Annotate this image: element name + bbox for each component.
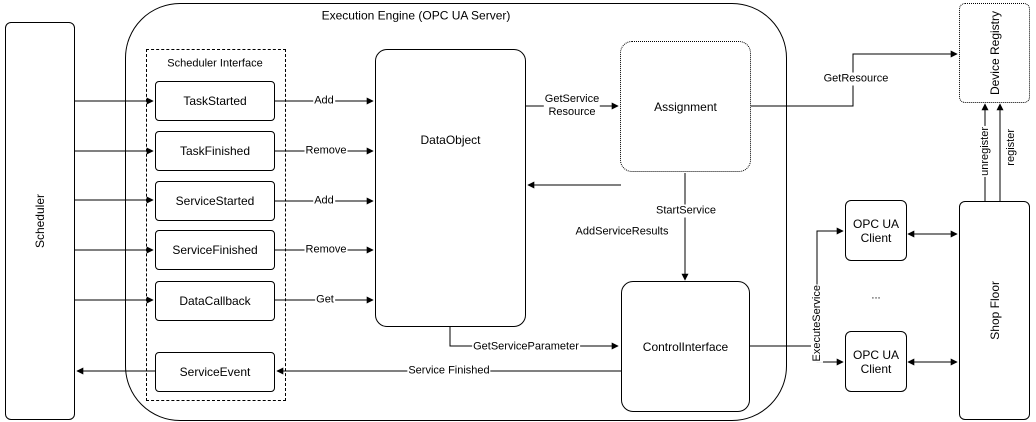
- data-callback-label: DataCallback: [179, 294, 251, 308]
- edge-label-register: register: [1005, 128, 1017, 167]
- edge-label-start-service: StartService: [655, 204, 717, 218]
- scheduler-interface-group: [146, 49, 286, 401]
- scheduler-interface-title: Scheduler Interface: [166, 57, 264, 71]
- execution-engine-title: Execution Engine (OPC UA Server): [321, 8, 511, 23]
- service-started-node: ServiceStarted: [155, 181, 275, 221]
- edge-label-get-service-resource: GetService Resource: [543, 93, 601, 119]
- data-object-label: DataObject: [420, 133, 481, 147]
- shop-floor-node: Shop Floor: [959, 201, 1030, 420]
- edge-label-get: Get: [315, 293, 335, 307]
- edge-label-get-service-parameter: GetServiceParameter: [472, 340, 580, 354]
- assignment-node: Assignment: [620, 41, 751, 172]
- data-object-node: DataObject: [375, 49, 526, 327]
- shop-floor-label: Shop Floor: [987, 281, 1002, 340]
- edge-label-remove-1: Remove: [304, 144, 348, 158]
- task-started-node: TaskStarted: [155, 81, 275, 121]
- edge-label-execute-service: ExecuteService: [811, 284, 823, 363]
- edge-label-get-resource: GetResource: [822, 72, 890, 86]
- device-registry-node: Device Registry: [959, 3, 1030, 103]
- clients-ellipsis: ...: [871, 289, 881, 302]
- edge-label-add-2: Add: [313, 194, 335, 208]
- edge-label-add-service-results: AddServiceResults: [574, 225, 670, 239]
- data-callback-node: DataCallback: [155, 281, 275, 321]
- control-interface-node: ControlInterface: [621, 281, 750, 412]
- edge-label-unregister: unregister: [979, 126, 991, 177]
- task-finished-label: TaskFinished: [179, 144, 251, 158]
- service-started-label: ServiceStarted: [175, 194, 255, 208]
- opc-ua-client-2-label: OPC UA Client: [852, 347, 899, 376]
- edge-label-remove-2: Remove: [304, 243, 348, 257]
- opc-ua-client-2-node: OPC UA Client: [845, 331, 907, 392]
- scheduler-node: Scheduler: [5, 22, 75, 420]
- edge-label-service-finished: Service Finished: [407, 364, 491, 378]
- service-event-label: ServiceEvent: [179, 365, 251, 379]
- opc-ua-client-1-node: OPC UA Client: [845, 200, 907, 261]
- device-registry-label: Device Registry: [987, 10, 1002, 96]
- edge-label-add-1: Add: [313, 94, 335, 108]
- task-started-label: TaskStarted: [183, 94, 247, 108]
- service-finished-node: ServiceFinished: [155, 230, 275, 270]
- service-event-node: ServiceEvent: [155, 352, 275, 392]
- control-interface-label: ControlInterface: [642, 339, 729, 354]
- service-finished-label: ServiceFinished: [172, 243, 258, 257]
- task-finished-node: TaskFinished: [155, 131, 275, 171]
- scheduler-label: Scheduler: [33, 193, 47, 249]
- assignment-label: Assignment: [654, 99, 717, 114]
- opc-ua-client-1-label: OPC UA Client: [852, 216, 899, 245]
